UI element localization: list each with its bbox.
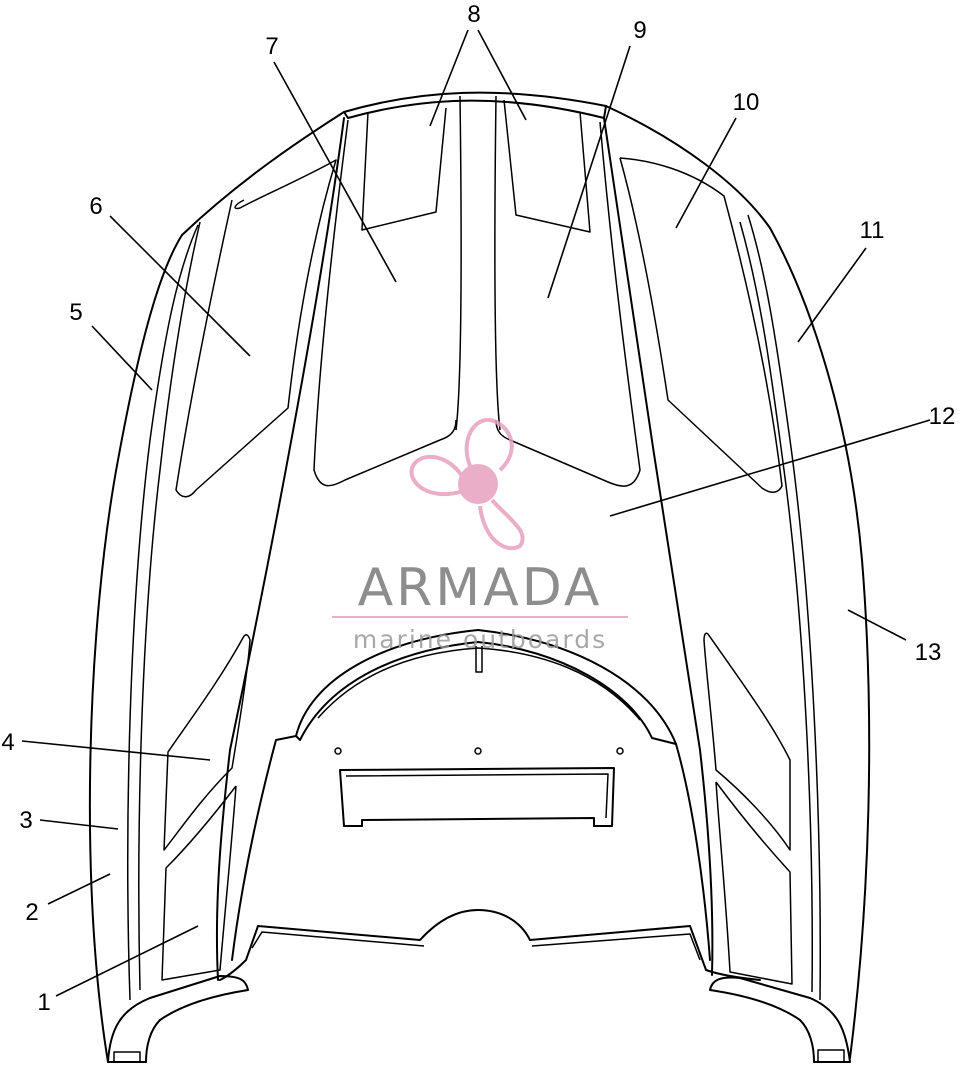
hood-rim-right (739, 221, 814, 993)
bottom-edge-inner (251, 931, 701, 961)
side-panel-right (619, 157, 783, 493)
callout-11: 11 (860, 217, 885, 244)
callout-6: 6 (89, 193, 102, 220)
propeller-blade-left-icon (409, 454, 464, 497)
leader-10 (675, 117, 737, 229)
leader-8a (429, 29, 469, 127)
callout-9: 9 (633, 17, 646, 44)
callout-10: 10 (733, 89, 760, 116)
callout-8: 8 (467, 1, 480, 28)
mount-hole-center (474, 747, 482, 755)
mount-hole-left (334, 747, 342, 755)
leader-9 (547, 45, 631, 299)
leader-5 (91, 325, 153, 391)
lower-vent-right-1 (703, 632, 791, 851)
foot-tab-left (113, 1051, 141, 1063)
leader-3 (39, 819, 119, 830)
lower-vent-left-1 (163, 634, 251, 851)
lower-vent-right-2 (715, 781, 793, 985)
front-foot-left (107, 975, 249, 1063)
leader-2 (47, 873, 111, 905)
lower-vent-left-2 (161, 785, 237, 981)
leader-8b (477, 29, 527, 121)
leader-11 (797, 247, 867, 343)
leader-7 (273, 61, 397, 283)
hood-inner-edge-left (127, 224, 199, 1001)
window-right (495, 121, 641, 487)
leader-12 (609, 419, 931, 517)
front-foot-right (709, 976, 851, 1063)
callout-7: 7 (265, 33, 278, 60)
propeller-hub-icon (458, 464, 498, 504)
lower-grille-opening (339, 767, 615, 827)
callout-3: 3 (19, 807, 32, 834)
window-left (313, 119, 457, 487)
center-panel-right-edge (603, 117, 714, 976)
lower-grille-inner (345, 773, 609, 819)
propeller-blade-top-icon (464, 417, 514, 472)
leader-6 (109, 215, 251, 357)
propeller-blade-right-icon (478, 498, 525, 551)
center-spine (455, 95, 501, 431)
foot-tab-right (817, 1049, 845, 1063)
front-face-outline (231, 735, 711, 961)
brand-name: ARMADA (358, 558, 603, 618)
mount-hole-right (616, 747, 624, 755)
callout-12: 12 (929, 403, 956, 430)
center-notch (475, 646, 483, 673)
brand-tagline: marine outboards (353, 625, 607, 654)
bottom-edge (219, 909, 761, 981)
callout-5: 5 (69, 299, 82, 326)
center-panel-left-edge (215, 117, 345, 981)
leader-1 (55, 925, 199, 997)
callout-2: 2 (25, 899, 38, 926)
hood-outer-shell (88, 91, 871, 1063)
hood-inner-edge-right (747, 214, 821, 1001)
side-panel-left (175, 159, 337, 498)
callout-1: 1 (37, 989, 50, 1016)
leader-4 (21, 740, 211, 761)
callout-4: 4 (1, 729, 14, 756)
upper-vent-left (361, 107, 447, 231)
callout-13: 13 (915, 639, 942, 666)
leader-13 (847, 609, 907, 641)
hood-rim-left (138, 221, 201, 991)
front-arch-inner (317, 647, 641, 721)
upper-vent-right (503, 99, 591, 233)
watermark-logo: ARMADA marine outboards (332, 417, 628, 654)
